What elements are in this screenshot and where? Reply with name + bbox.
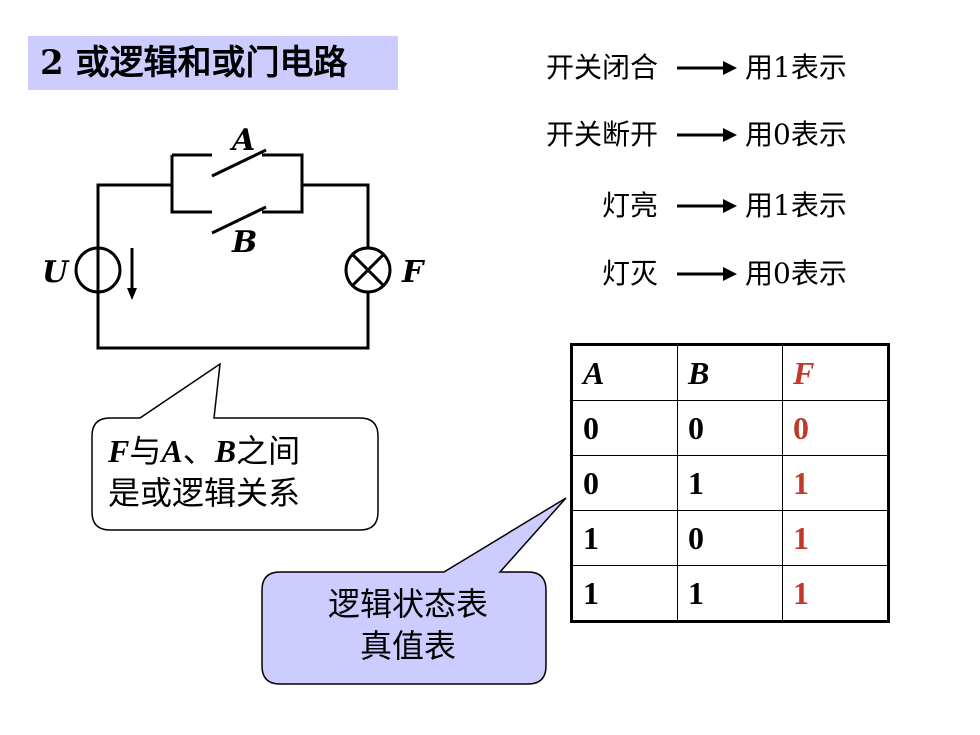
cell-b: 0 xyxy=(677,510,783,566)
cell-a: 0 xyxy=(571,455,678,511)
title-background xyxy=(28,36,398,90)
header-a: A xyxy=(571,344,678,401)
legend-value: 用1表示 xyxy=(745,189,847,222)
right-arrow-icon xyxy=(677,128,737,142)
legend-row-switch-closed: 开关闭合 用1表示 xyxy=(0,48,980,88)
table-row: 1 1 1 xyxy=(571,565,889,622)
legend-value: 用0表示 xyxy=(745,257,847,290)
legend-label: 灯亮 xyxy=(601,189,658,222)
switch-a-label: A xyxy=(229,123,255,158)
legend-label: 灯灭 xyxy=(601,257,658,290)
right-arrow-icon xyxy=(677,61,737,75)
callout-relation-line2: 是或逻辑关系 xyxy=(108,474,301,512)
callout-relation-text: F与A、B之间 是或逻辑关系 xyxy=(108,430,300,514)
switch-b-label: B xyxy=(231,225,257,260)
cell-f: 0 xyxy=(782,400,889,456)
right-arrow-icon xyxy=(677,199,737,213)
text-comma: 、 xyxy=(182,432,215,470)
var-f: F xyxy=(108,433,130,469)
callout-bubble-truth-table xyxy=(261,497,567,685)
header-b: B xyxy=(677,344,783,401)
text-with: 与 xyxy=(129,432,162,470)
cell-a: 0 xyxy=(571,400,678,456)
truth-table: A B F 0 0 0 0 1 1 1 0 1 1 1 1 xyxy=(570,343,890,623)
slide-title: 2 或逻辑和或门电路 xyxy=(40,43,348,83)
table-row: 0 0 0 xyxy=(571,400,889,456)
right-arrow-icon xyxy=(677,267,737,281)
text-between: 之间 xyxy=(236,432,301,470)
cell-a: 1 xyxy=(571,510,678,566)
table-header-row: A B F xyxy=(571,344,889,401)
legend-value: 用0表示 xyxy=(745,118,847,151)
source-label: U xyxy=(42,255,70,290)
cell-f: 1 xyxy=(782,510,889,566)
legend-value: 用1表示 xyxy=(745,51,847,84)
legend-row-switch-open: 开关断开 用0表示 xyxy=(0,115,980,155)
circuit-wires xyxy=(96,153,370,350)
header-f: F xyxy=(782,344,889,401)
lamp-label: F xyxy=(401,255,426,290)
cell-f: 1 xyxy=(782,565,889,622)
cell-b: 1 xyxy=(677,565,783,622)
table-row: 1 0 1 xyxy=(571,510,889,566)
switch-b xyxy=(211,205,267,235)
callout-truth-table-line2: 真值表 xyxy=(359,627,456,665)
callout-bubble-relation xyxy=(91,362,379,531)
switch-a xyxy=(211,148,267,178)
var-a: A xyxy=(161,433,183,469)
cell-f: 1 xyxy=(782,455,889,511)
var-b: B xyxy=(214,433,237,469)
table-row: 0 1 1 xyxy=(571,455,889,511)
callout-truth-table-line1: 逻辑状态表 xyxy=(327,585,488,623)
callout-relation-line1: F与A、B之间 xyxy=(108,430,300,472)
cell-b: 0 xyxy=(677,400,783,456)
cell-a: 1 xyxy=(571,565,678,622)
legend-row-lamp-on: 灯亮 用1表示 xyxy=(0,186,980,226)
callout-truth-table-text: 逻辑状态表 真值表 xyxy=(270,583,546,667)
legend-label: 开关断开 xyxy=(545,118,658,151)
legend-row-lamp-off: 灯灭 用0表示 xyxy=(0,254,980,294)
cell-b: 1 xyxy=(677,455,783,511)
legend-label: 开关闭合 xyxy=(545,51,658,84)
